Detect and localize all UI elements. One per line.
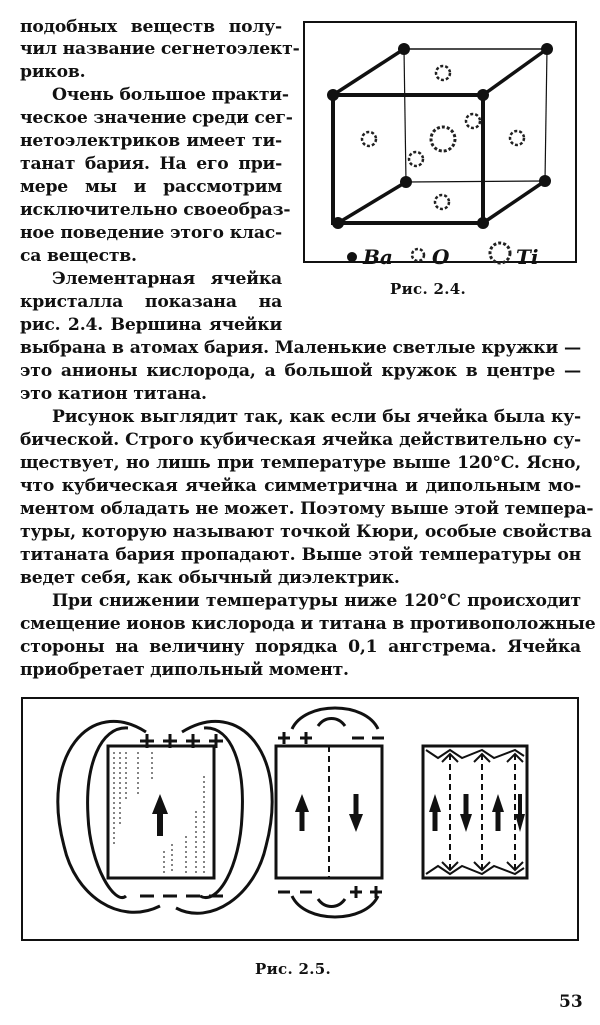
text-line: туры, которую называют точкой Кюри, особ… bbox=[20, 522, 592, 542]
text-line: приобретает дипольный момент. bbox=[20, 660, 349, 680]
arrow-down-icon bbox=[349, 814, 363, 832]
text-line: ное поведение этого клас- bbox=[20, 223, 282, 243]
text-line: ществует, но лишь при температуре выше 1… bbox=[20, 453, 581, 473]
figure-caption: Рис. 2.5. bbox=[255, 960, 332, 978]
text-line: смещение ионов кислорода и титана в прот… bbox=[20, 614, 596, 634]
arrow-down-icon bbox=[460, 814, 472, 832]
multi-domain-panel bbox=[421, 744, 529, 880]
text-line: чил название сегнетоэлект- bbox=[20, 39, 300, 59]
svg-text:Ti: Ti bbox=[516, 245, 538, 266]
text-line: это анионы кислорода, а большой кружок в… bbox=[20, 361, 581, 381]
text-line: исключительно своеобраз- bbox=[20, 200, 291, 220]
text-line: стороны на величину порядка 0,1 ангстрем… bbox=[20, 637, 581, 657]
two-domain-panel bbox=[274, 706, 384, 919]
ba-legend-dot-icon bbox=[347, 252, 357, 262]
arrow-up-icon bbox=[295, 794, 309, 812]
text-line: Рисунок выглядит так, как если бы ячейка… bbox=[52, 407, 581, 427]
text-line: танат бария. На его при- bbox=[20, 154, 282, 174]
arrow-up-icon bbox=[492, 794, 504, 812]
arrow-up-icon bbox=[429, 794, 441, 812]
text-line: Элементарная ячейка bbox=[52, 269, 282, 289]
text-line: это катион титана. bbox=[20, 384, 207, 404]
o-legend-circle-icon bbox=[410, 247, 426, 263]
text-line: подобных веществ полу- bbox=[20, 17, 282, 37]
arrow-down-icon bbox=[515, 814, 525, 832]
text-line: мере мы и рассмотрим bbox=[20, 177, 282, 197]
ti-legend-circle-icon bbox=[488, 241, 512, 265]
page-number: 53 bbox=[559, 992, 583, 1012]
text-line: Очень большое практи- bbox=[52, 85, 289, 105]
svg-text:O: O bbox=[432, 245, 450, 266]
single-domain-panel bbox=[56, 719, 274, 915]
svg-text:Ba: Ba bbox=[362, 245, 393, 266]
perovskite-cell-diagram: Ba O Ti bbox=[303, 21, 577, 266]
text-line: бической. Строго кубическая ячейка дейст… bbox=[20, 430, 581, 450]
arrow-up-icon bbox=[152, 794, 168, 814]
text-line: выбрана в атомах бария. Маленькие светлы… bbox=[20, 338, 581, 358]
text-line: рис. 2.4. Вершина ячейки bbox=[20, 315, 282, 335]
text-line: ческое значение среди сег- bbox=[20, 108, 293, 128]
text-line: что кубическая ячейка симметрична и дипо… bbox=[20, 476, 581, 496]
text-line: кристалла показана на bbox=[20, 292, 282, 312]
text-line: риков. bbox=[20, 62, 86, 82]
text-line: ведет себя, как обычный диэлектрик. bbox=[20, 568, 400, 588]
text-line: са веществ. bbox=[20, 246, 137, 266]
text-line: титаната бария пропадают. Выше этой темп… bbox=[20, 545, 581, 565]
figure-caption: Рис. 2.4. bbox=[390, 280, 467, 298]
domain-diagram bbox=[21, 697, 579, 941]
text-line: нетоэлектриков имеет ти- bbox=[20, 131, 282, 151]
text-line: При снижении температуры ниже 120°C прои… bbox=[52, 591, 581, 611]
text-line: ментом обладать не может. Поэтому выше э… bbox=[20, 499, 594, 519]
